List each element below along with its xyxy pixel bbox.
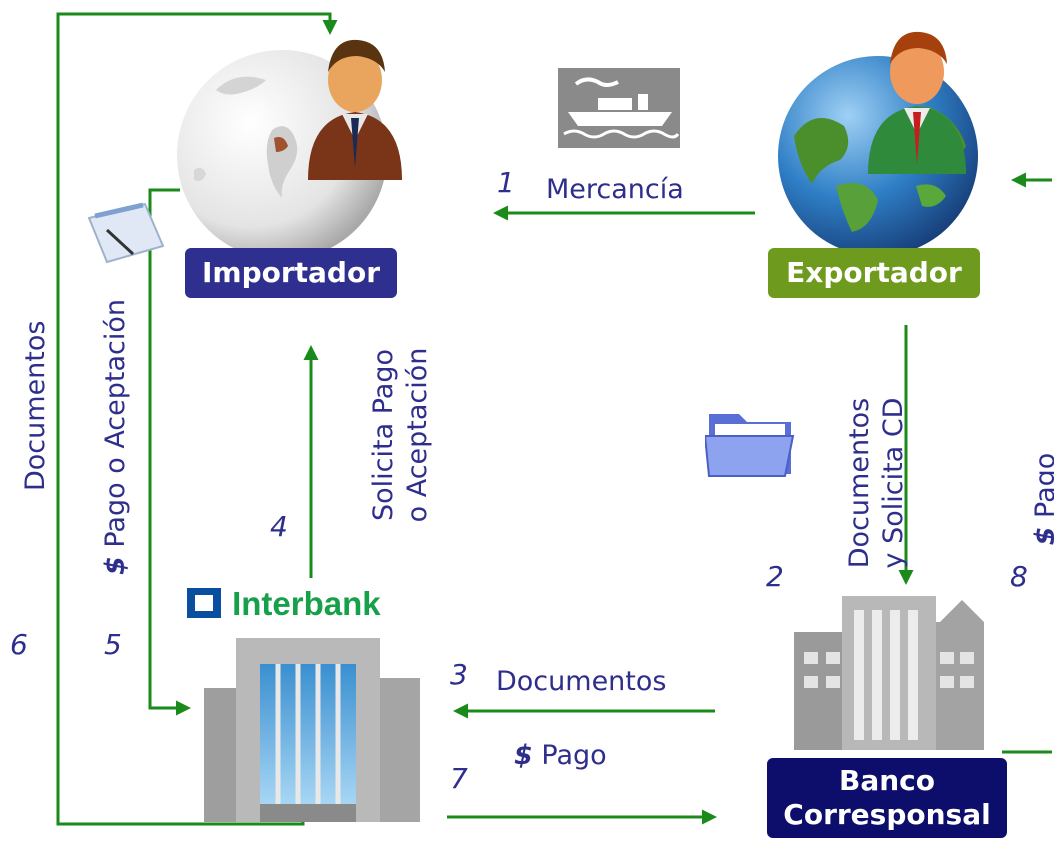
pago-aceptacion-5-text: Pago o Aceptación bbox=[100, 298, 131, 548]
mercancia-label: Mercancía bbox=[546, 174, 684, 205]
exportador-badge: Exportador bbox=[768, 248, 980, 298]
pago-7-label: $ Pago bbox=[514, 740, 607, 771]
exportador-person-icon bbox=[868, 31, 966, 174]
documentos-solicita-cd-label: Documentos y Solicita CD bbox=[843, 383, 913, 583]
pago-8-text: Pago bbox=[1030, 452, 1054, 518]
folder-icon bbox=[705, 414, 795, 477]
solicita-pago-aceptacion-label: Solicita Pago o Aceptación bbox=[367, 315, 437, 555]
documentos-solicita-line1: Documentos bbox=[844, 397, 875, 569]
step-5-number: 5 bbox=[104, 628, 122, 661]
banco-line2: Corresponsal bbox=[783, 798, 991, 831]
step-4-number: 4 bbox=[270, 510, 288, 543]
notepad-pen-icon bbox=[87, 202, 165, 264]
pago-8-label: $ Pago bbox=[1029, 439, 1054, 559]
banco-line1: Banco bbox=[838, 764, 935, 797]
interbank-logo-text: Interbank bbox=[232, 585, 381, 622]
banco-corresponsal-building-icon bbox=[794, 596, 984, 750]
pago-7-text: Pago bbox=[541, 740, 607, 771]
importador-globe-icon bbox=[177, 50, 387, 260]
importador-label: Importador bbox=[201, 256, 381, 289]
importador-person-icon bbox=[308, 39, 402, 180]
documentos-6-label: Documentos bbox=[20, 320, 51, 491]
pago-7-symbol: $ bbox=[514, 740, 533, 771]
exportador-label: Exportador bbox=[786, 256, 962, 289]
interbank-logo-icon bbox=[187, 588, 221, 618]
step-8-number: 8 bbox=[1010, 560, 1028, 593]
arrow-step-6-documentos bbox=[56, 12, 338, 826]
solicita-line1: Solicita Pago bbox=[368, 349, 399, 521]
step-2-number: 2 bbox=[766, 560, 784, 593]
importador-badge: Importador bbox=[185, 248, 397, 298]
step-7-number: 7 bbox=[450, 762, 468, 795]
ship-icon bbox=[558, 68, 680, 148]
documentos-solicita-line2: y Solicita CD bbox=[878, 397, 909, 569]
step-1-number: 1 bbox=[497, 166, 515, 199]
step-3-number: 3 bbox=[450, 658, 468, 691]
pago-8-symbol: $ bbox=[1030, 527, 1054, 546]
interbank-building-icon bbox=[204, 638, 420, 822]
banco-corresponsal-badge: Banco Corresponsal bbox=[767, 758, 1007, 838]
pago-aceptacion-5-label: $ Pago o Aceptación bbox=[99, 297, 133, 577]
documentos-3-label: Documentos bbox=[496, 666, 667, 697]
solicita-line2: o Aceptación bbox=[402, 347, 433, 523]
interbank-logo: Interbank bbox=[185, 585, 381, 625]
arrow-step-5-pago-aceptacion bbox=[148, 188, 191, 716]
step-6-number: 6 bbox=[10, 628, 28, 661]
pago-aceptacion-5-symbol: $ bbox=[100, 556, 131, 576]
